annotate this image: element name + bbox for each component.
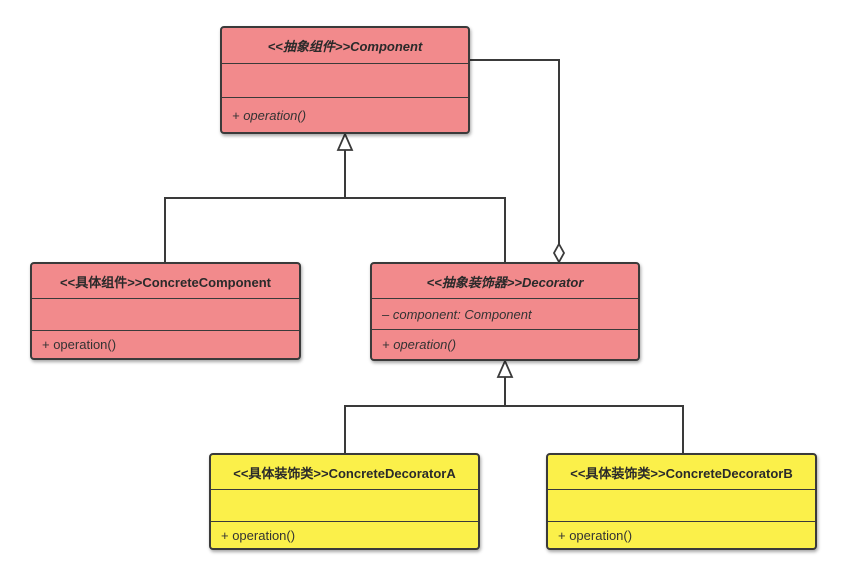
generalization-line-component-children [164, 197, 506, 262]
class-concrete-decorator-a[interactable]: <<具体装饰类>>ConcreteDecoratorA + operation(… [209, 453, 480, 550]
aggregation-line-decorator-component [470, 59, 560, 244]
class-decorator[interactable]: <<抽象装饰器>>Decorator – component: Componen… [370, 262, 640, 361]
class-concrete-decorator-b-operations: + operation() [548, 521, 815, 548]
aggregation-diamond [552, 242, 566, 264]
class-concrete-decorator-a-attributes [211, 489, 478, 521]
class-decorator-operations: + operation() [372, 329, 638, 359]
class-component-name: <<抽象组件>>Component [267, 39, 423, 54]
class-concrete-component-name: <<具体组件>>ConcreteComponent [60, 274, 271, 290]
class-concrete-component-operations: + operation() [32, 330, 299, 358]
class-decorator-attributes: – component: Component [372, 298, 638, 329]
class-component[interactable]: <<抽象组件>>Component + operation() [220, 26, 470, 134]
class-concrete-decorator-a-operations: + operation() [211, 521, 478, 548]
generalization-arrowhead-decorator [496, 358, 514, 378]
class-component-operations: + operation() [222, 97, 468, 132]
class-concrete-component[interactable]: <<具体组件>>ConcreteComponent + operation() [30, 262, 301, 360]
class-component-attributes [222, 63, 468, 97]
class-concrete-decorator-a-name: <<具体装饰类>>ConcreteDecoratorA [233, 465, 456, 481]
class-concrete-decorator-b-name: <<具体装饰类>>ConcreteDecoratorB [570, 465, 793, 481]
class-decorator-name: <<抽象装饰器>>Decorator [426, 274, 584, 290]
generalization-arrowhead-component [336, 131, 354, 151]
class-concrete-decorator-b[interactable]: <<具体装饰类>>ConcreteDecoratorB + operation(… [546, 453, 817, 550]
class-concrete-decorator-b-attributes [548, 489, 815, 521]
generalization-line-decorator-children [344, 405, 684, 453]
class-concrete-component-attributes [32, 298, 299, 330]
